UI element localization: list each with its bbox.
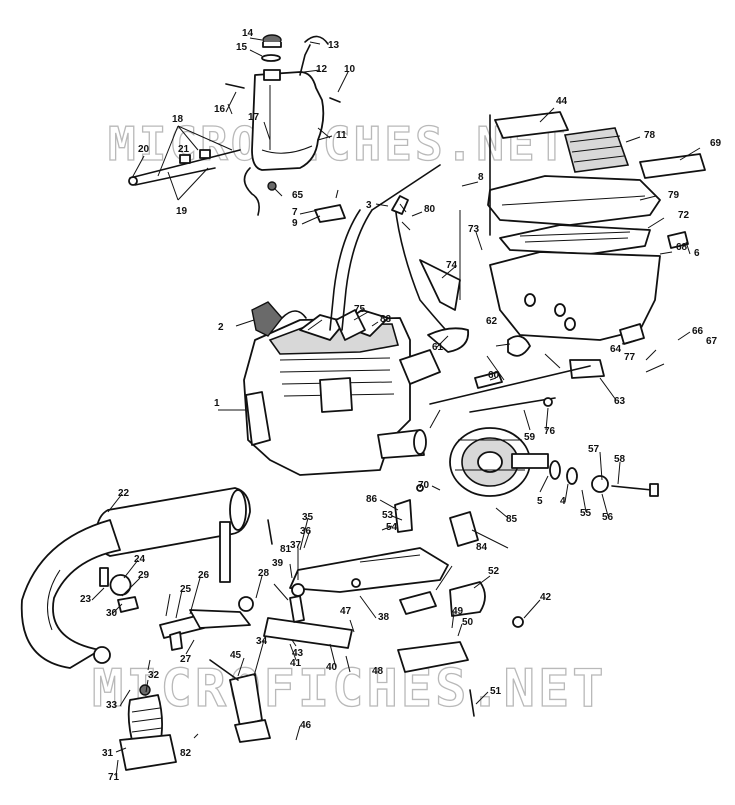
callout-73: 73 <box>468 224 480 235</box>
exhaust-system <box>20 487 251 771</box>
drive-clutch <box>394 427 659 547</box>
callout-67: 67 <box>706 336 718 347</box>
callout-45: 45 <box>230 650 242 661</box>
callout-37: 37 <box>290 540 302 551</box>
callout-76: 76 <box>544 426 556 437</box>
callout-58: 58 <box>614 454 626 465</box>
callout-15: 15 <box>236 42 248 53</box>
callout-79: 79 <box>668 190 680 201</box>
callout-27: 27 <box>180 654 192 665</box>
callout-28: 28 <box>258 568 270 579</box>
callout-42: 42 <box>540 592 552 603</box>
callout-78: 78 <box>644 130 656 141</box>
callout-5: 5 <box>537 496 543 507</box>
lower-brackets <box>209 484 524 743</box>
callout-85: 85 <box>506 514 518 525</box>
callout-34: 34 <box>256 636 268 647</box>
callout-60: 60 <box>488 370 500 381</box>
callout-56: 56 <box>602 512 614 523</box>
leader-lines <box>91 37 701 777</box>
callout-72: 72 <box>678 210 690 221</box>
callout-61: 61 <box>432 342 444 353</box>
callout-69: 69 <box>710 138 722 149</box>
callout-23: 23 <box>80 594 92 605</box>
callout-19: 19 <box>176 206 188 217</box>
oil-tank-assembly <box>128 34 346 223</box>
callout-51: 51 <box>490 686 502 697</box>
callout-53: 53 <box>382 510 394 521</box>
callout-52: 52 <box>488 566 500 577</box>
callout-47: 47 <box>340 606 352 617</box>
callout-48: 48 <box>372 666 384 677</box>
engine-block <box>243 301 449 593</box>
callout-46: 46 <box>300 720 312 731</box>
callout-32: 32 <box>148 670 160 681</box>
callout-62: 62 <box>486 316 498 327</box>
callout-50: 50 <box>462 617 474 628</box>
watermark-bottom: MICROFICHES.NET <box>92 659 607 719</box>
callout-16: 16 <box>214 104 226 115</box>
cable-routing <box>329 164 605 413</box>
callout-43: 43 <box>292 648 304 659</box>
callout-41: 41 <box>290 658 302 669</box>
callout-64: 64 <box>610 344 622 355</box>
callout-21: 21 <box>178 144 190 155</box>
callout-63: 63 <box>614 396 626 407</box>
callout-81: 81 <box>280 544 292 555</box>
callout-29: 29 <box>138 570 150 581</box>
callout-40: 40 <box>326 662 338 673</box>
callout-26: 26 <box>198 570 210 581</box>
callout-14: 14 <box>242 28 254 39</box>
callout-39: 39 <box>272 558 284 569</box>
callout-38: 38 <box>378 612 390 623</box>
callout-57: 57 <box>588 444 600 455</box>
callout-84: 84 <box>476 542 488 553</box>
callout-13: 13 <box>328 40 340 51</box>
callout-55: 55 <box>580 508 592 519</box>
callout-36: 36 <box>300 526 312 537</box>
callout-59: 59 <box>524 432 536 443</box>
callout-86: 86 <box>366 494 378 505</box>
callout-4: 4 <box>560 496 566 507</box>
callout-10: 10 <box>344 64 356 75</box>
callout-8: 8 <box>478 172 484 183</box>
callout-25: 25 <box>180 584 192 595</box>
callout-7: 7 <box>292 207 298 218</box>
callout-30: 30 <box>106 608 118 619</box>
callout-35: 35 <box>302 512 314 523</box>
callout-54: 54 <box>386 522 398 533</box>
callout-1: 1 <box>214 398 220 409</box>
callout-17: 17 <box>248 112 260 123</box>
callout-82: 82 <box>180 748 192 759</box>
airbox-assembly <box>487 111 706 345</box>
callout-70: 70 <box>418 480 430 491</box>
callout-20: 20 <box>138 144 150 155</box>
callout-33: 33 <box>106 700 118 711</box>
callout-2: 2 <box>218 322 224 333</box>
callout-6: 6 <box>694 248 700 259</box>
callout-18: 18 <box>172 114 184 125</box>
callout-22: 22 <box>118 488 130 499</box>
callout-74: 74 <box>446 260 458 271</box>
callout-68: 68 <box>676 242 688 253</box>
callout-71: 71 <box>108 772 120 783</box>
callout-3: 3 <box>366 200 372 211</box>
callout-12: 12 <box>316 64 328 75</box>
callout-9: 9 <box>292 218 298 229</box>
callout-66: 66 <box>692 326 704 337</box>
callout-49: 49 <box>452 606 464 617</box>
callout-80: 80 <box>424 204 436 215</box>
callout-75: 75 <box>354 304 366 315</box>
callout-31: 31 <box>102 748 114 759</box>
callout-65: 65 <box>292 190 304 201</box>
callout-24: 24 <box>134 554 146 565</box>
callout-11: 11 <box>336 130 347 141</box>
callout-44: 44 <box>556 96 568 107</box>
callout-77: 77 <box>624 352 636 363</box>
callout-83: 83 <box>380 314 392 325</box>
